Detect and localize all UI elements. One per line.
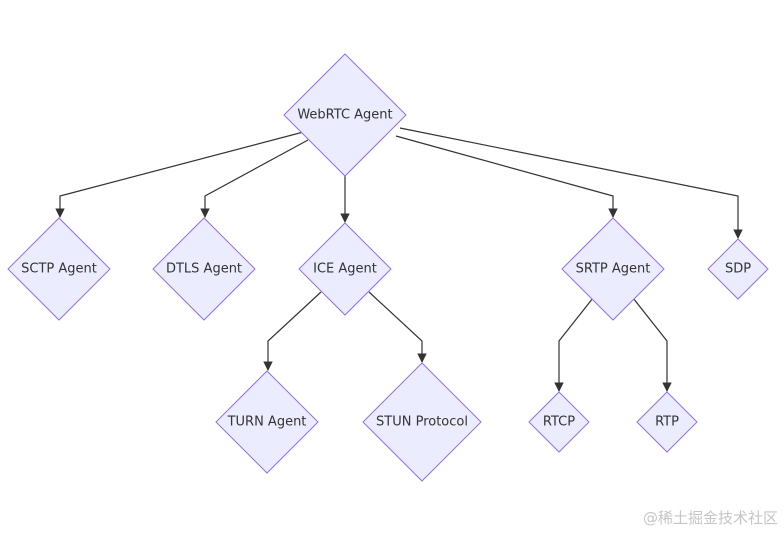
node-rtcp-label: RTCP xyxy=(543,415,575,430)
node-sctp-agent: SCTP Agent xyxy=(7,217,111,321)
node-turn-agent: TURN Agent xyxy=(215,370,319,474)
node-srtp-agent-shape xyxy=(561,217,665,321)
node-sctp-agent-shape xyxy=(7,217,111,321)
edge-webrtc-to-sctp xyxy=(55,129,312,218)
node-srtp-agent-label: SRTP Agent xyxy=(576,262,651,277)
node-webrtc-agent-label: WebRTC Agent xyxy=(297,108,392,123)
node-sdp-label: SDP xyxy=(725,262,751,277)
edge-webrtc-to-sdp xyxy=(399,127,743,239)
edge-srtp-to-rtp xyxy=(632,297,672,392)
node-rtcp: RTCP xyxy=(528,391,590,453)
node-dtls-agent-label: DTLS Agent xyxy=(166,262,242,277)
node-sdp-shape xyxy=(707,238,769,300)
node-ice-agent-shape xyxy=(298,222,392,316)
node-ice-agent: ICE Agent xyxy=(298,222,392,316)
node-dtls-agent-shape xyxy=(152,217,256,321)
edge-webrtc-to-srtp xyxy=(395,135,618,218)
node-webrtc-agent-shape xyxy=(283,53,407,177)
node-dtls-agent: DTLS Agent xyxy=(152,217,256,321)
node-stun-protocol: STUN Protocol xyxy=(362,362,482,482)
edge-ice-to-turn xyxy=(263,291,322,371)
node-srtp-agent: SRTP Agent xyxy=(561,217,665,321)
node-stun-protocol-label: STUN Protocol xyxy=(376,415,468,430)
node-sdp: SDP xyxy=(707,238,769,300)
edge-webrtc-to-dtls xyxy=(200,139,309,218)
node-stun-protocol-shape xyxy=(362,362,482,482)
node-rtp-shape xyxy=(636,391,698,453)
node-rtp: RTP xyxy=(636,391,698,453)
node-rtcp-shape xyxy=(528,391,590,453)
node-rtp-label: RTP xyxy=(655,415,679,430)
node-ice-agent-label: ICE Agent xyxy=(313,262,377,277)
node-turn-agent-shape xyxy=(215,370,319,474)
watermark: @稀土掘金技术社区 xyxy=(642,509,778,527)
edges xyxy=(55,127,743,392)
edge-srtp-to-rtcp xyxy=(554,297,594,392)
edge-ice-to-stun xyxy=(368,291,427,363)
node-sctp-agent-label: SCTP Agent xyxy=(21,262,97,277)
node-turn-agent-label: TURN Agent xyxy=(227,415,307,430)
node-webrtc-agent: WebRTC Agent xyxy=(283,53,407,177)
